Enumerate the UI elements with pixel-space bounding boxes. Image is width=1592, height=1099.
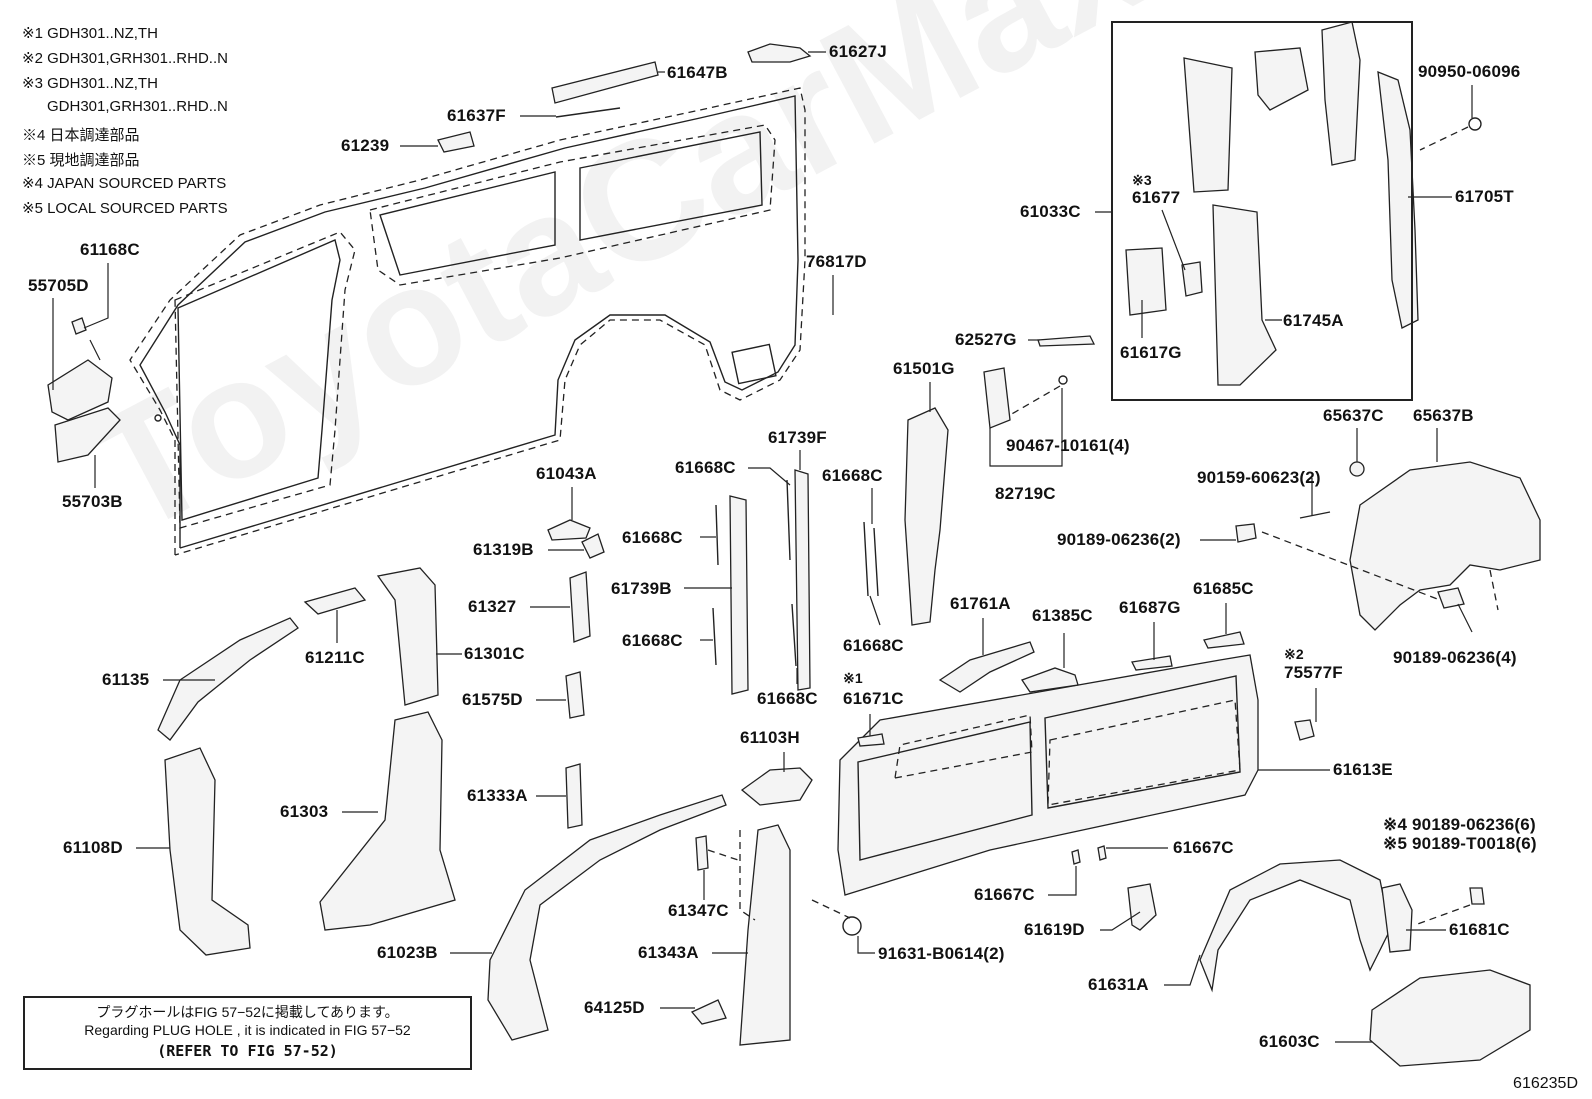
part-label-61668C-2[interactable]: 61668C: [822, 466, 883, 485]
part-label-90189-T0018[interactable]: ※5 90189-T0018(6): [1383, 834, 1537, 853]
part-label-61681C[interactable]: 61681C: [1449, 920, 1510, 939]
part-label-61319B[interactable]: 61319B: [473, 540, 534, 559]
reference-line-refer: (REFER TO FIG 57-52): [157, 1042, 338, 1060]
part-note-75577F: ※2: [1284, 646, 1304, 662]
clip-90950: [1468, 117, 1482, 131]
part-label-61303[interactable]: 61303: [280, 802, 329, 821]
part-label-61108D[interactable]: 61108D: [63, 838, 123, 857]
part-label-55705D[interactable]: 55705D: [28, 276, 89, 295]
part-label-61705T[interactable]: 61705T: [1455, 187, 1514, 206]
part-label-61135[interactable]: 61135: [102, 670, 150, 689]
part-label-76817D[interactable]: 76817D: [806, 252, 867, 271]
part-label-61668C-3[interactable]: 61668C: [622, 528, 683, 547]
b-pillar-assembly: [487, 767, 862, 1046]
part-label-91631-B0614[interactable]: 91631-B0614(2): [878, 944, 1005, 963]
part-label-61023B[interactable]: 61023B: [377, 943, 438, 962]
strips: [712, 469, 879, 695]
part-label-90189-06236-6[interactable]: ※4 90189-06236(6): [1383, 815, 1536, 834]
note-7: ※5 LOCAL SOURCED PARTS: [22, 200, 228, 217]
part-note-61671C: ※1: [843, 670, 863, 686]
part-label-61668C-6[interactable]: 61668C: [757, 689, 818, 708]
wheel-housing: [1071, 461, 1541, 1067]
part-label-61667C-2[interactable]: 61667C: [974, 885, 1035, 904]
pillar-61501G: [904, 335, 1096, 626]
figure-id: 616235D: [1513, 1075, 1578, 1092]
part-label-61647B[interactable]: 61647B: [667, 63, 728, 82]
part-label-61211C[interactable]: 61211C: [305, 648, 365, 667]
part-label-61617G[interactable]: 61617G: [1120, 343, 1182, 362]
part-label-61613E[interactable]: 61613E: [1333, 760, 1393, 779]
part-label-90159-60623[interactable]: 90159-60623(2): [1197, 468, 1321, 487]
note-3-cont: GDH301,GRH301..RHD..N: [22, 98, 228, 115]
part-label-61685C[interactable]: 61685C: [1193, 579, 1254, 598]
part-label-61671C[interactable]: 61671C: [843, 689, 904, 708]
part-label-75577F[interactable]: 75577F: [1284, 663, 1343, 682]
part-label-61327[interactable]: 61327: [468, 597, 517, 616]
part-label-61301C[interactable]: 61301C: [464, 644, 525, 663]
inset-box: [1111, 21, 1413, 401]
roof-parts: [437, 43, 812, 153]
front-brackets: [47, 317, 121, 463]
part-label-61667C-1[interactable]: 61667C: [1173, 838, 1234, 857]
part-label-55703B[interactable]: 55703B: [62, 492, 123, 511]
part-label-61343A[interactable]: 61343A: [638, 943, 699, 962]
part-label-61619D[interactable]: 61619D: [1024, 920, 1085, 939]
note-2: ※2 GDH301,GRH301..RHD..N: [22, 50, 228, 67]
part-label-61501G[interactable]: 61501G: [893, 359, 955, 378]
part-label-61333A[interactable]: 61333A: [467, 786, 528, 805]
pillar-61705T: [1377, 70, 1419, 329]
mid-brackets: [857, 631, 1315, 747]
part-label-61103H[interactable]: 61103H: [740, 728, 800, 747]
part-label-62527G[interactable]: 62527G: [955, 330, 1017, 349]
part-label-61761A[interactable]: 61761A: [950, 594, 1011, 613]
part-label-61575D[interactable]: 61575D: [462, 690, 523, 709]
part-label-61687G[interactable]: 61687G: [1119, 598, 1181, 617]
part-label-61739B[interactable]: 61739B: [611, 579, 672, 598]
reference-line-jp: プラグホールはFIG 57−52に掲載してあります。: [96, 1004, 399, 1020]
note-3: ※3 GDH301..NZ,TH: [22, 75, 158, 92]
part-label-61168C[interactable]: 61168C: [80, 240, 140, 259]
part-label-61603C[interactable]: 61603C: [1259, 1032, 1320, 1051]
part-label-64125D[interactable]: 64125D: [584, 998, 645, 1017]
leader-lines: [52, 51, 1473, 1043]
part-label-90467-10161[interactable]: 90467-10161(4): [1006, 436, 1130, 455]
part-label-61627J[interactable]: 61627J: [829, 42, 887, 61]
part-label-65637B[interactable]: 65637B: [1413, 406, 1474, 425]
part-label-61347C[interactable]: 61347C: [668, 901, 729, 920]
part-label-61739F[interactable]: 61739F: [768, 428, 827, 447]
reference-box: プラグホールはFIG 57−52に掲載してあります。 Regarding PLU…: [23, 996, 472, 1070]
part-label-61668C-1[interactable]: 61668C: [675, 458, 736, 477]
part-label-61677[interactable]: 61677: [1132, 188, 1181, 207]
note-4: ※4 日本調達部品: [22, 127, 140, 144]
front-pillars: [157, 567, 456, 956]
part-label-61745A[interactable]: 61745A: [1283, 311, 1344, 330]
part-note-61677: ※3: [1132, 172, 1152, 188]
part-label-90950-06096[interactable]: 90950-06096: [1418, 62, 1521, 81]
note-6: ※4 JAPAN SOURCED PARTS: [22, 175, 227, 192]
part-label-90189-06236-4[interactable]: 90189-06236(4): [1393, 648, 1517, 667]
part-label-61043A[interactable]: 61043A: [536, 464, 597, 483]
inset-parts: [1125, 21, 1361, 386]
part-label-61668C-4[interactable]: 61668C: [622, 631, 683, 650]
part-label-65637C[interactable]: 65637C: [1323, 406, 1384, 425]
part-label-61668C-5[interactable]: 61668C: [843, 636, 904, 655]
part-label-61239[interactable]: 61239: [341, 136, 390, 155]
rear-side-panel: [837, 654, 1259, 896]
note-1: ※1 GDH301..NZ,TH: [22, 25, 158, 42]
center-small-parts: [547, 519, 605, 829]
part-label-61637F[interactable]: 61637F: [447, 106, 506, 125]
part-label-61033C[interactable]: 61033C: [1020, 202, 1081, 221]
part-label-61385C[interactable]: 61385C: [1032, 606, 1093, 625]
body-side-panel: [129, 87, 806, 556]
reference-line-en: Regarding PLUG HOLE , it is indicated in…: [84, 1022, 411, 1038]
part-label-82719C[interactable]: 82719C: [995, 484, 1056, 503]
note-5: ※5 現地調達部品: [22, 152, 140, 169]
part-label-90189-06236-2[interactable]: 90189-06236(2): [1057, 530, 1181, 549]
part-label-61631A[interactable]: 61631A: [1088, 975, 1149, 994]
